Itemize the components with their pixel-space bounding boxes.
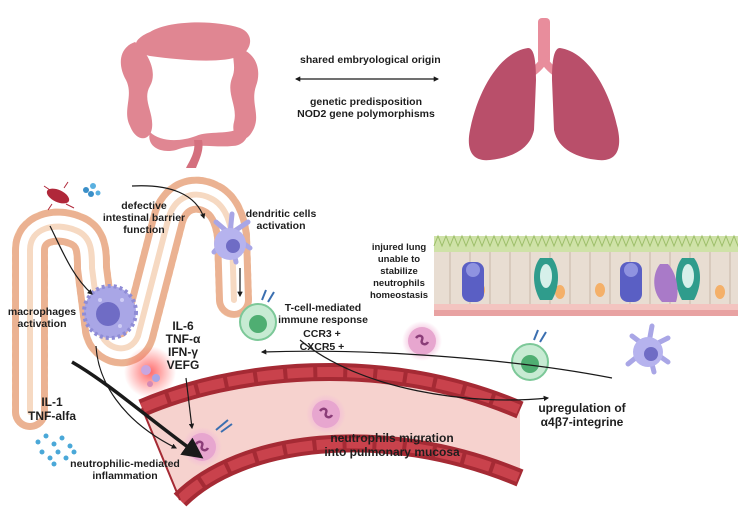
cytokine-particles-icon (35, 433, 77, 467)
migration-label-line2: into pulmonary mucosa (324, 445, 460, 459)
injured-label-line5: homeostasis (369, 290, 429, 301)
injured-label-line2: unable to (377, 254, 421, 265)
injured-label-line4: neutrophils (373, 278, 425, 289)
barrier-label-line3: function (123, 224, 165, 236)
cytokine-tnf: TNF-α (165, 332, 201, 346)
cytokine-cells (141, 365, 160, 387)
genetic-label-line2: NOD2 gene polymorphisms (297, 108, 435, 120)
colon-icon (120, 22, 259, 168)
upregulation-label-line2: α4β7-integrine (540, 415, 624, 429)
genetic-label-line1: genetic predisposition (309, 96, 422, 108)
neutrophilic-label-line2: inflammation (92, 470, 158, 482)
neutrophil-icon (402, 321, 442, 361)
macrophage-label-line2: activation (17, 318, 67, 330)
tcell-label-line2: immune response (278, 314, 368, 326)
shared-origin-label: shared embryological origin (300, 54, 441, 66)
bacteria-icon (43, 181, 101, 211)
dendritic-cell-icon (625, 323, 671, 375)
tcell-label-line1: T-cell-mediated (284, 302, 362, 314)
dendritic-label-line1: dendritic cells (245, 208, 317, 220)
t-cell-icon (511, 329, 549, 381)
barrier-label-line1: defective (121, 200, 167, 212)
blood-vessel-icon (138, 362, 524, 507)
injured-label-line3: stabilize (380, 266, 418, 277)
cytokine-vefg: VEFG (166, 358, 200, 372)
intestinal-wall (12, 176, 252, 430)
macrophage-label-line1: macrophages (7, 306, 77, 318)
lungs-icon (468, 18, 620, 161)
tnfalfa-label: TNF-alfa (28, 409, 76, 423)
lung-epithelium-icon (433, 234, 738, 316)
cytokine-ifn: IFN-γ (168, 345, 198, 359)
neutrophilic-label-line1: neutrophilic-mediated (70, 458, 180, 470)
cxcr5-label: CXCR5 + (299, 341, 345, 353)
ccr3-label: CCR3 + (303, 328, 341, 340)
injured-label-line1: injured lung (371, 242, 427, 253)
flow-arrows (49, 185, 613, 459)
upregulation-label-line1: upregulation of (538, 401, 626, 415)
dendritic-cell-icon (211, 211, 253, 265)
barrier-label-line2: intestinal barrier (102, 212, 186, 224)
migration-label-line1: neutrophils migration (330, 431, 454, 445)
il1-label: IL-1 (41, 395, 63, 409)
t-cell-icon (239, 289, 277, 341)
cytokine-il6: IL-6 (172, 319, 194, 333)
dendritic-label-line2: activation (256, 220, 306, 232)
macrophage-icon (82, 284, 138, 340)
neutrophil-icon (306, 394, 346, 434)
